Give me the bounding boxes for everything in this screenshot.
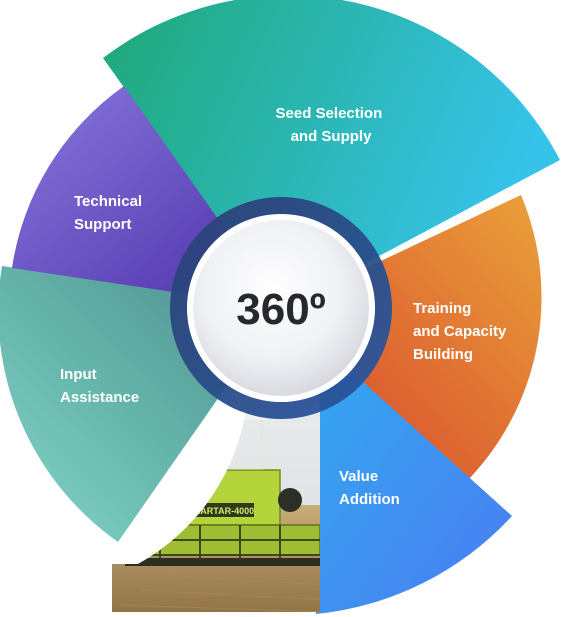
segment-training: Training and Capacity Building [281,195,542,484]
harvester-model-text: KARTAR-4000 [194,506,254,516]
segment-seed-shape [103,0,560,308]
segment-training-label: Training and Capacity Building [413,300,511,363]
value-label-line-2: Addition [339,491,400,508]
center-hub: 360º [170,197,392,419]
training-label-line-1: Training [413,300,471,317]
center-label: 360º [236,285,325,334]
photo-wheat-texture [119,574,320,612]
training-label-line-3: Building [413,346,473,363]
training-label-line-2: and Capacity [413,323,507,340]
harvester-cutter-bar [125,558,320,566]
segment-value-label: Value Addition [339,468,400,508]
segment-technical-label: Technical Support [74,193,146,233]
segment-training-shape [281,195,542,484]
input-label-line-1: Input [60,366,97,383]
harvester-wheel [278,488,302,512]
seed-label-line-1: Seed Selection [276,105,383,122]
technical-label-line-1: Technical [74,193,142,210]
segment-input-label: Input Assistance [60,366,139,406]
segment-seed-selection: Seed Selection and Supply [103,0,560,308]
operator-body [207,444,223,466]
harvester-nameplate [194,503,254,517]
center-disc [193,220,369,396]
input-label-line-2: Assistance [60,389,139,406]
technical-label-line-2: Support [74,216,132,233]
operator-head [208,431,220,443]
segment-seed-label: Seed Selection and Supply [276,105,387,145]
seed-label-line-2: and Supply [291,128,372,145]
value-label-line-1: Value [339,468,378,485]
